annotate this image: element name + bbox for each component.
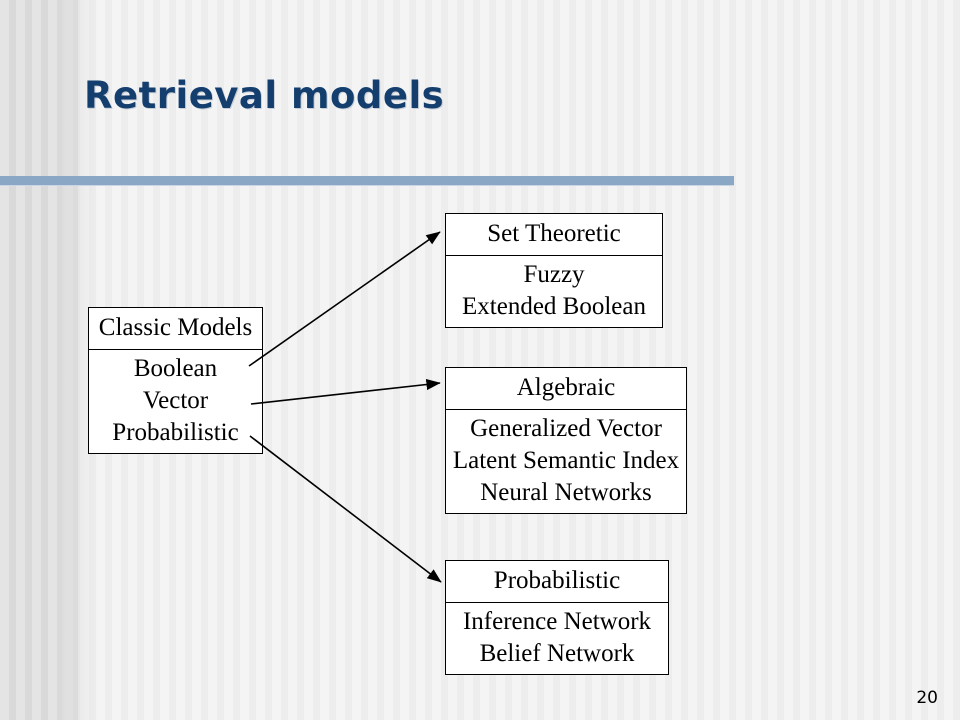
list-item: Vector xyxy=(142,387,209,414)
diagram-box-algebraic: Algebraic Generalized Vector Latent Sema… xyxy=(445,367,687,514)
box-header-algebraic: Algebraic xyxy=(446,368,686,410)
diagram-box-probabilistic: Probabilistic Inference Network Belief N… xyxy=(445,560,669,675)
box-header-probabilistic: Probabilistic xyxy=(446,561,668,603)
box-body-algebraic: Generalized Vector Latent Semantic Index… xyxy=(446,410,686,513)
title-divider-rule xyxy=(0,176,734,186)
box-header-set-theoretic: Set Theoretic xyxy=(446,214,662,256)
list-item: Inference Network xyxy=(462,608,652,635)
list-item: Fuzzy xyxy=(523,261,585,288)
list-item: Probabilistic xyxy=(112,419,239,446)
list-item: Neural Networks xyxy=(480,479,652,506)
slide-title: Retrieval models xyxy=(84,74,445,117)
box-body-classic-models: Boolean Vector Probabilistic xyxy=(89,350,262,453)
list-item: Belief Network xyxy=(479,640,635,667)
list-item: Extended Boolean xyxy=(462,293,646,320)
box-body-set-theoretic: Fuzzy Extended Boolean xyxy=(446,256,662,327)
diagram-box-set-theoretic: Set Theoretic Fuzzy Extended Boolean xyxy=(445,213,663,328)
diagram-box-classic-models: Classic Models Boolean Vector Probabilis… xyxy=(88,307,263,454)
list-item: Generalized Vector xyxy=(470,415,662,442)
box-header-classic-models: Classic Models xyxy=(89,308,262,350)
box-body-probabilistic: Inference Network Belief Network xyxy=(446,603,668,674)
list-item: Boolean xyxy=(133,355,218,382)
list-item: Latent Semantic Index xyxy=(452,447,680,474)
page-number: 20 xyxy=(916,688,938,708)
